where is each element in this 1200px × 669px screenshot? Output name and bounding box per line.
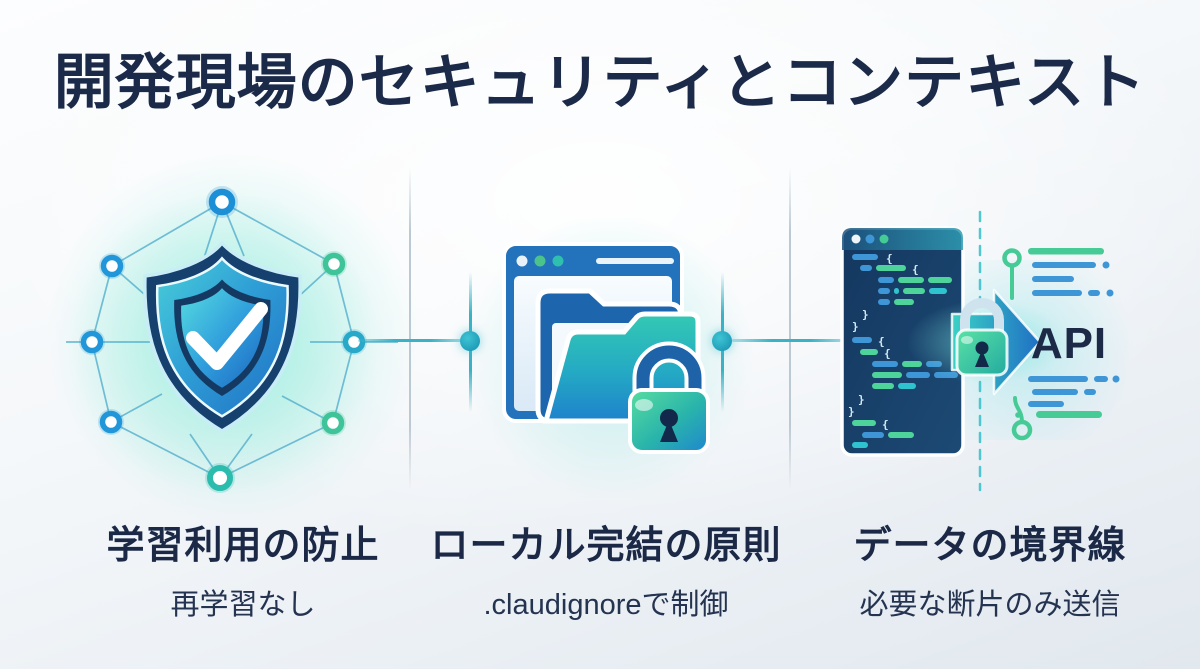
svg-text:{: { [884, 347, 891, 360]
column-label: ローカル完結の原則 [430, 525, 782, 567]
svg-text:{: { [878, 335, 885, 348]
column-local-principle: ローカル完結の原則 .claudignoreで制御 [406, 514, 806, 623]
svg-text:{: { [912, 263, 919, 276]
code-editor-glyph: { { } } { { } } { [840, 226, 965, 457]
fragment-lines-bottom [1011, 375, 1120, 441]
browser-folder-lock-icon [502, 242, 710, 454]
svg-text:{: { [882, 418, 889, 431]
column-label: データの境界線 [853, 525, 1127, 567]
shield-check-glyph [143, 240, 302, 434]
connector-dot-right [712, 331, 732, 351]
divider-left [409, 168, 411, 490]
network-nodes [79, 186, 367, 493]
column-sublabel: 必要な断片のみ送信 [859, 589, 1121, 621]
window-dot-3 [552, 255, 564, 267]
page-title: 開発現場のセキュリティとコンテキスト [53, 49, 1147, 116]
column-learning-prevention: 学習利用の防止 再学習なし [43, 514, 443, 623]
lock-icon [628, 341, 710, 454]
svg-text:}: } [862, 308, 869, 321]
connector-line-right [732, 339, 844, 342]
code-editor-lock-arrow-api-icon: { { } } { { } } { API [840, 210, 1120, 492]
api-label: API [1031, 319, 1107, 368]
svg-text:}: } [852, 320, 859, 333]
shield-check-network-icon [66, 186, 398, 496]
svg-text:{: { [886, 252, 893, 265]
column-sublabel: 再学習なし [170, 589, 316, 621]
checkmark-icon [186, 302, 268, 370]
column-sublabel: .claudignoreで制御 [483, 589, 729, 621]
connector-line-left [358, 339, 462, 342]
window-dot-1 [516, 255, 528, 267]
column-label: 学習利用の防止 [106, 525, 380, 567]
column-data-boundary: データの境界線 必要な断片のみ送信 [790, 514, 1190, 623]
url-bar-glyph [596, 258, 674, 264]
svg-text:}: } [858, 393, 865, 406]
window-dot-2 [534, 255, 546, 267]
connector-dot-left [460, 331, 480, 351]
code-brace-glyphs: { { } } { { } } { [848, 252, 919, 431]
lock-on-arrow-icon [955, 298, 1009, 377]
fragment-lines-top [1002, 248, 1114, 300]
svg-text:}: } [848, 405, 855, 418]
divider-right [789, 168, 791, 490]
